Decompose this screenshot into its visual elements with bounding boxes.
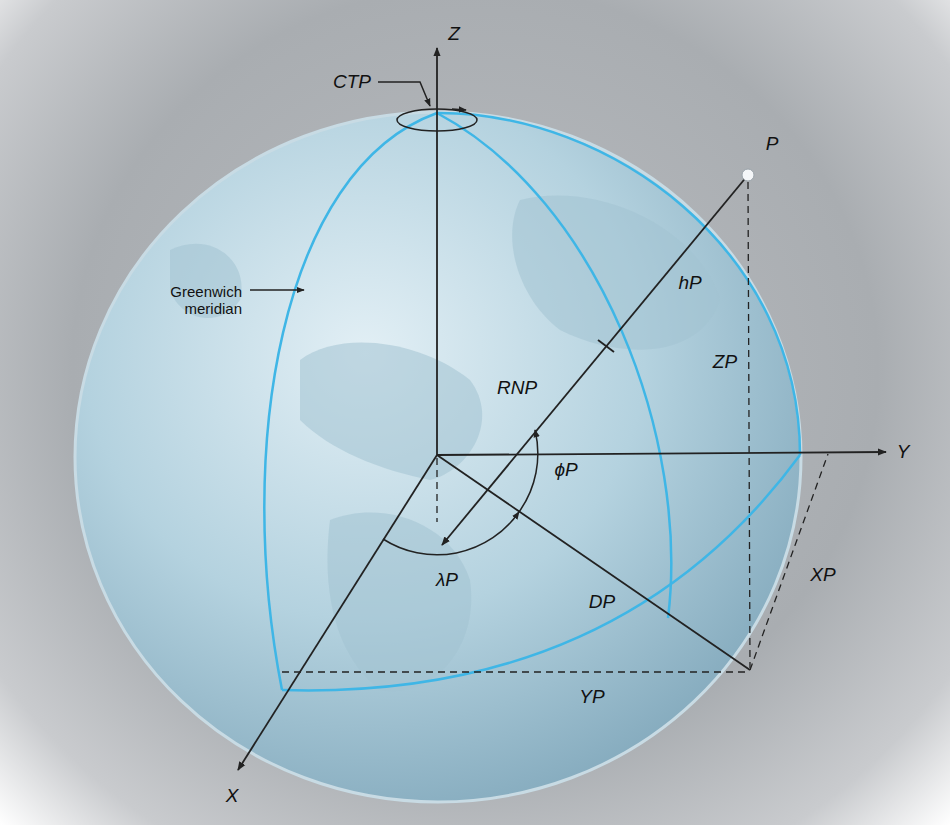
axis-label: Y — [897, 441, 910, 463]
radius-label: RNP — [497, 377, 537, 399]
meridian-label: Greenwich meridian — [152, 283, 242, 318]
height-label: hP — [678, 272, 701, 294]
longitude-arc — [383, 512, 519, 555]
axis-label: Z — [448, 23, 460, 45]
coordinate-label: YP — [579, 686, 604, 708]
landmass — [170, 196, 720, 692]
coordinate-label: ZP — [713, 351, 737, 373]
axes — [238, 48, 886, 770]
meridian-lines — [264, 113, 800, 690]
angle-label: ϕP — [554, 459, 577, 481]
axis-label: X — [226, 785, 239, 807]
distance-label: DP — [589, 591, 615, 613]
latitude-arc — [519, 430, 538, 512]
globe — [75, 112, 801, 802]
angle-label: λP — [436, 569, 458, 591]
pole-label: CTP — [333, 71, 371, 93]
surface-tick — [598, 340, 614, 352]
ctp-leader — [378, 82, 430, 106]
point-label: P — [766, 133, 779, 155]
coordinate-label: XP — [810, 564, 835, 586]
greenwich-leader — [250, 289, 304, 291]
construction-lines — [282, 182, 828, 672]
point-p — [742, 169, 754, 181]
ring-arrow — [452, 109, 466, 110]
